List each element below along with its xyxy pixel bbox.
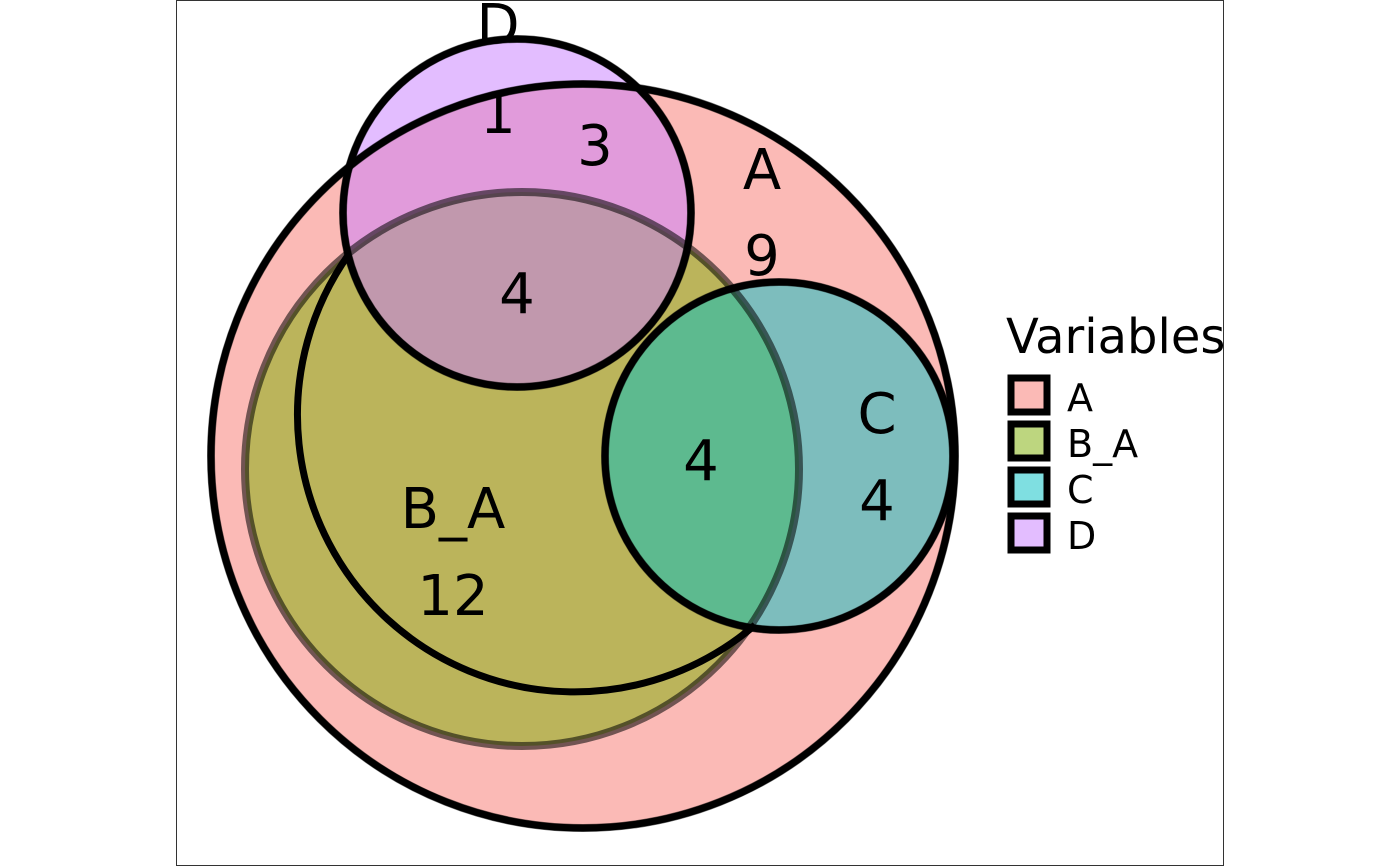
count-a-b: 12 [417,564,488,629]
legend-item: B_A [1007,420,1138,466]
legend-key-a [1007,374,1051,416]
set-label-c: C [857,382,896,447]
legend-title: Variables [1006,309,1225,365]
legend-item: A [1007,374,1093,420]
set-c-outline-solid [601,278,957,634]
set-b-a-outline-visible [294,251,758,696]
legend-key-c [1007,466,1051,508]
count-a-b-c: 4 [683,429,719,494]
count-a-only: 9 [744,224,780,289]
region-counts: 1 3 9 4 4 12 4 [417,82,894,629]
set-d-outline-solid [339,35,695,391]
count-a-c: 4 [859,469,895,534]
set-b-a-outline [241,188,803,750]
set-labels: D A B_A C [401,0,897,542]
set-a-outline-visible [207,80,584,832]
legend: Variables A B_A C D [1006,309,1225,558]
set-label-b-a: B_A [401,477,506,542]
count-a-b-d: 4 [499,262,535,327]
set-label-a: A [743,138,781,203]
set-d-circle [343,39,691,387]
legend-label: D [1067,514,1096,558]
set-outlines-solid [207,35,959,832]
count-d-only: 1 [480,82,516,147]
legend-label: C [1067,468,1094,512]
set-label-d: D [476,0,519,58]
set-c-circle [605,282,953,630]
legend-item: C [1007,466,1094,512]
legend-key-b-a [1007,420,1051,462]
count-a-d: 3 [577,114,613,179]
legend-item: D [1007,512,1096,558]
legend-label: A [1067,376,1093,420]
legend-label: B_A [1067,422,1138,466]
legend-key-d [1007,512,1051,554]
